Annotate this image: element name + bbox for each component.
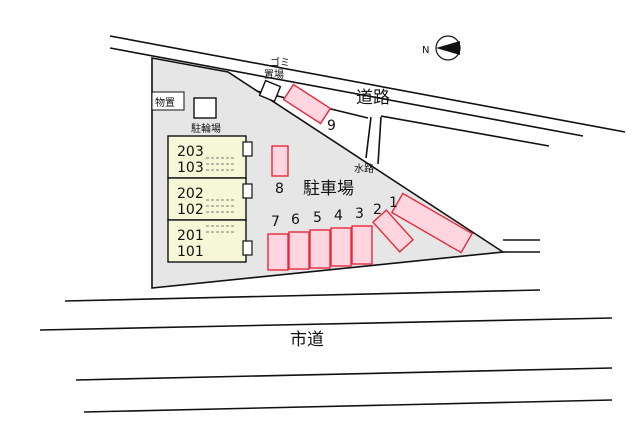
waterway-label: 水路	[354, 162, 374, 175]
parking-number-6: 6	[291, 212, 300, 228]
apartment-building: 203 103 202 102 201 101	[167, 135, 253, 263]
unit-balcony-bottom	[242, 240, 253, 256]
unit-201: 201	[177, 228, 204, 244]
road-edge-top	[109, 35, 626, 133]
parking-number-8: 8	[275, 181, 284, 197]
unit-internal-lines-middle	[206, 199, 236, 213]
unit-block-bottom	[167, 219, 247, 263]
parking-space-7	[267, 233, 289, 271]
north-arrow: N	[422, 35, 461, 61]
storage-box	[151, 91, 185, 111]
bicycle-parking-label: 駐輪場	[191, 122, 221, 135]
unit-203: 203	[177, 144, 204, 160]
parking-space-4	[330, 227, 352, 267]
road-edge-bottom-a	[109, 47, 584, 137]
parking-space-8	[271, 145, 289, 177]
city-road-line-1	[64, 289, 541, 302]
city-road-line-2	[39, 317, 613, 331]
parking-space-6	[288, 231, 310, 270]
parking-space-2	[371, 209, 415, 253]
city-road-line-4	[83, 399, 613, 413]
parking-number-1: 1	[389, 195, 398, 211]
parking-number-3: 3	[355, 206, 364, 222]
parking-space-9	[282, 83, 332, 125]
waterway-line-right	[377, 116, 382, 165]
unit-102: 102	[177, 202, 204, 218]
unit-balcony-middle	[242, 183, 253, 199]
parking-number-2: 2	[373, 202, 382, 218]
bicycle-parking-icon	[193, 97, 217, 119]
unit-balcony-top	[242, 141, 253, 157]
city-road-line-3	[75, 367, 613, 381]
road-edge-bottom-c	[380, 115, 550, 147]
north-label: N	[422, 45, 429, 56]
parking-space-3	[351, 225, 373, 265]
unit-internal-lines-bottom	[206, 225, 236, 233]
parking-number-9: 9	[327, 118, 336, 134]
storage-label: 物置	[155, 96, 175, 109]
unit-101: 101	[177, 244, 204, 260]
unit-internal-lines-top	[206, 157, 236, 171]
parking-label: 駐車場	[303, 179, 354, 199]
parking-space-1	[390, 192, 474, 254]
parking-number-7: 7	[271, 214, 280, 230]
garbage-label-line2: 置場	[264, 68, 284, 81]
unit-202: 202	[177, 186, 204, 202]
waterway-line-left	[365, 116, 372, 159]
parking-number-5: 5	[313, 210, 322, 226]
parking-number-4: 4	[334, 208, 343, 224]
unit-block-middle	[167, 177, 247, 221]
unit-103: 103	[177, 160, 204, 176]
parking-space-5	[309, 229, 331, 269]
road-label: 道路	[356, 88, 390, 108]
garbage-label-line1: ゴミ	[270, 56, 290, 69]
garbage-station-icon	[258, 79, 282, 103]
city-road-label: 市道	[290, 330, 324, 350]
north-arrow-pointer-icon	[436, 41, 460, 55]
